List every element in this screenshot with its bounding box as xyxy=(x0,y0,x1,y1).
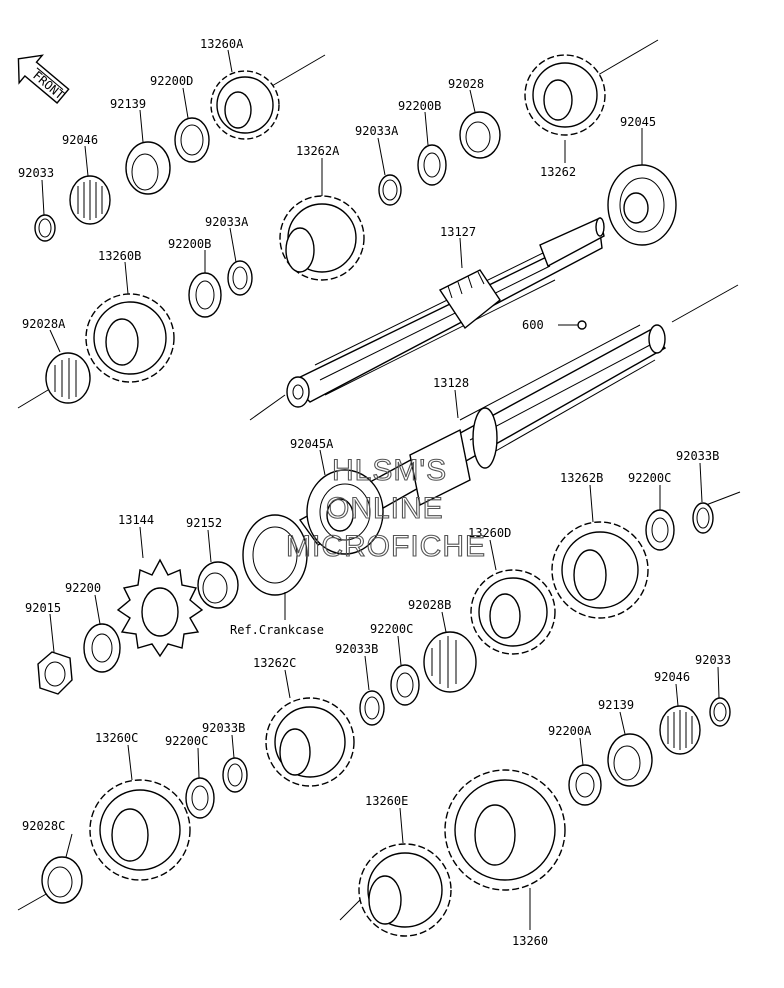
label-92200C-mid: 92200C xyxy=(370,622,413,636)
label-13260E: 13260E xyxy=(365,794,408,808)
label-92200B-lower: 92200B xyxy=(168,237,211,251)
circlip-92033B-left xyxy=(222,757,248,793)
label-92028: 92028 xyxy=(448,77,484,91)
bushing-92028 xyxy=(459,111,501,159)
shaft-13128 xyxy=(298,324,667,546)
label-92139: 92139 xyxy=(110,97,146,111)
label-92200B-upper: 92200B xyxy=(398,99,441,113)
watermark-line-2: ONLINE xyxy=(326,492,444,525)
sprocket-13144 xyxy=(116,558,204,658)
label-92028C: 92028C xyxy=(22,819,65,833)
gear-13262B xyxy=(551,521,649,619)
washer-92200B-upper xyxy=(417,144,447,186)
washer-92200D xyxy=(174,117,210,163)
bushing-92139-lower xyxy=(607,733,653,787)
label-13262B: 13262B xyxy=(560,471,603,485)
label-13260A: 13260A xyxy=(200,37,244,51)
label-92033: 92033 xyxy=(18,166,54,180)
label-92033B-right: 92033B xyxy=(676,449,719,463)
gear-13262 xyxy=(524,54,606,136)
watermark-line-3: MICROFICHE xyxy=(286,530,486,563)
bearing-92028B xyxy=(423,631,477,693)
bearing-92028A xyxy=(45,352,91,404)
washer-92200-front xyxy=(83,623,121,673)
label-92200D: 92200D xyxy=(150,74,193,88)
gear-13127 xyxy=(438,269,501,330)
label-13260D: 13260D xyxy=(468,526,511,540)
watermark: HLSM'S ONLINE MICROFICHE xyxy=(285,453,486,563)
bushing-92139 xyxy=(125,141,171,195)
gear-13260D xyxy=(470,569,556,655)
label-92033B-mid: 92033B xyxy=(335,642,378,656)
label-13127: 13127 xyxy=(440,225,476,239)
label-13260C: 13260C xyxy=(95,731,138,745)
label-92046-lower: 92046 xyxy=(654,670,690,684)
label-92028B: 92028B xyxy=(408,598,451,612)
gear-13260E xyxy=(358,843,452,937)
part-labels: 13260A 92200D 92139 92046 92033 92028 92… xyxy=(18,37,731,948)
gear-13262C xyxy=(265,697,355,787)
label-92033A-lower: 92033A xyxy=(205,215,249,229)
bearing-92045 xyxy=(607,164,677,246)
circlip-92033B-right xyxy=(692,502,714,534)
gear-13260A xyxy=(210,70,280,140)
gear-13262A xyxy=(279,195,365,281)
front-arrow-icon: FRONT xyxy=(17,54,70,104)
collar-92152 xyxy=(197,561,239,609)
seal-92152 xyxy=(242,514,308,620)
gear-13260C xyxy=(89,779,191,881)
circlip-92033-lower xyxy=(709,697,731,727)
bearing-92045A xyxy=(306,469,384,555)
label-ref-crankcase: Ref.Crankcase xyxy=(230,623,324,637)
label-92139-lower: 92139 xyxy=(598,698,634,712)
watermark-line-1: HLSM'S xyxy=(332,454,447,487)
washer-92200C-left xyxy=(185,777,215,819)
washer-92200B-lower xyxy=(188,272,222,318)
nut-92015 xyxy=(37,651,73,695)
label-13262: 13262 xyxy=(540,165,576,179)
label-92152: 92152 xyxy=(186,516,222,530)
guide-lines xyxy=(17,39,741,921)
label-92015: 92015 xyxy=(25,601,61,615)
gear-13260 xyxy=(444,769,566,891)
circlip-92033 xyxy=(34,214,56,242)
gear-13260B xyxy=(85,293,175,383)
label-92045A: 92045A xyxy=(290,437,334,451)
label-92046: 92046 xyxy=(62,133,98,147)
washer-92200C-mid xyxy=(390,664,420,706)
label-13260B: 13260B xyxy=(98,249,141,263)
washer-92200C-right xyxy=(645,509,675,551)
part-600 xyxy=(577,320,587,330)
leader-lines xyxy=(41,49,720,930)
shaft-13127 xyxy=(286,217,605,408)
circlip-92033A-lower xyxy=(227,260,253,296)
bearing-92046-lower xyxy=(659,705,701,755)
circlip-92033B-mid xyxy=(359,690,385,726)
label-92200C-right: 92200C xyxy=(628,471,671,485)
label-92200A: 92200A xyxy=(548,724,592,738)
bushing-92028C xyxy=(41,856,83,904)
label-92028A: 92028A xyxy=(22,317,66,331)
label-13144: 13144 xyxy=(118,513,154,527)
label-92200: 92200 xyxy=(65,581,101,595)
label-600: 600 xyxy=(522,318,544,332)
label-92200C-left: 92200C xyxy=(165,734,208,748)
bearing-92046 xyxy=(69,175,111,225)
circlip-92033A-upper xyxy=(378,174,402,206)
label-92033A-upper: 92033A xyxy=(355,124,399,138)
label-13262C: 13262C xyxy=(253,656,296,670)
label-92033-lower: 92033 xyxy=(695,653,731,667)
label-92045: 92045 xyxy=(620,115,656,129)
washer-92200A xyxy=(568,764,602,806)
label-13260: 13260 xyxy=(512,934,548,948)
label-13128: 13128 xyxy=(433,376,469,390)
label-92033B-left: 92033B xyxy=(202,721,245,735)
label-13262A: 13262A xyxy=(296,144,340,158)
